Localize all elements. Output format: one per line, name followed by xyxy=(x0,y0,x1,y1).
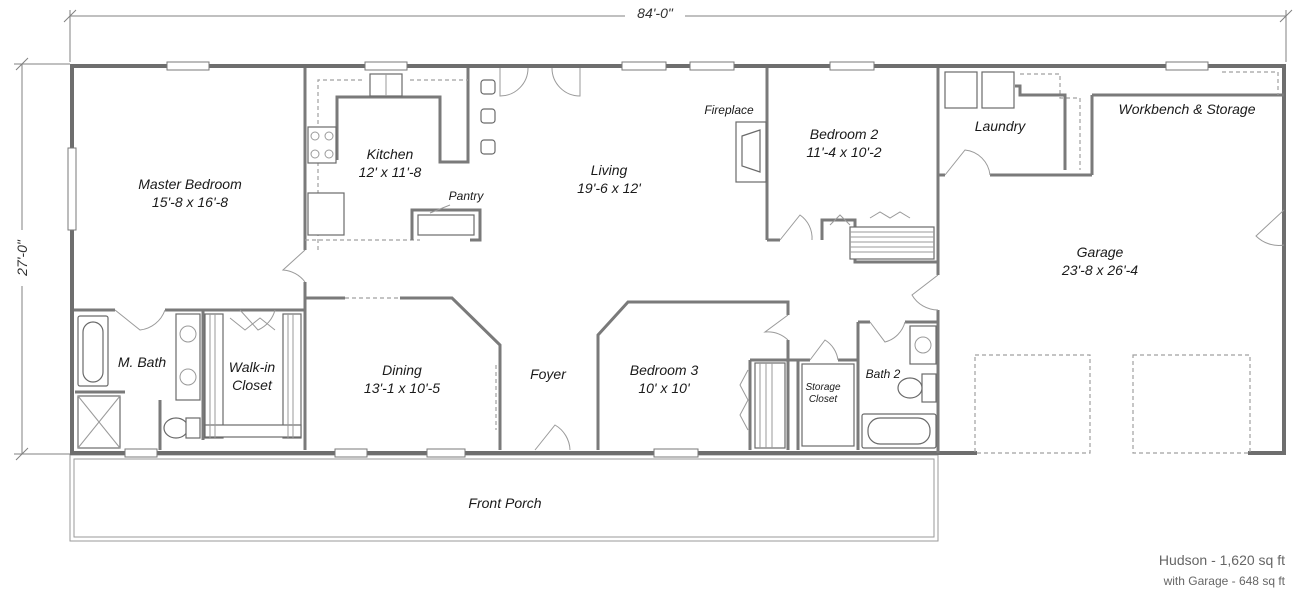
garage-size: 23'-8 x 26'-4 xyxy=(1061,262,1138,278)
bedroom2-label: Bedroom 2 xyxy=(810,126,879,142)
fireplace-label: Fireplace xyxy=(704,103,754,117)
storage-closet-label-2: Closet xyxy=(809,394,839,405)
dining-label: Dining xyxy=(382,362,422,378)
laundry-label: Laundry xyxy=(975,118,1027,134)
bedroom3-size: 10' x 10' xyxy=(638,380,691,396)
depth-dimension-label: 27'-0" xyxy=(14,239,30,277)
storage-closet-shelf xyxy=(801,363,855,447)
kitchen-counters xyxy=(305,68,496,250)
garage-doors xyxy=(974,354,1251,454)
m-bath-label: M. Bath xyxy=(118,354,166,370)
bedroom2-closet xyxy=(829,211,935,260)
walkin-closet-label: Walk-in xyxy=(229,359,276,375)
kitchen-size: 12' x 11'-8 xyxy=(359,164,422,180)
width-dimension-label: 84'-0" xyxy=(637,5,674,21)
workbench-label: Workbench & Storage xyxy=(1119,101,1256,117)
living-label: Living xyxy=(591,162,628,178)
fireplace-icon xyxy=(735,121,767,183)
plan-title: Hudson - 1,620 sq ft xyxy=(1158,552,1285,568)
storage-closet-label: Storage xyxy=(805,382,840,393)
bedroom3-label: Bedroom 3 xyxy=(630,362,699,378)
front-porch-label: Front Porch xyxy=(468,495,541,511)
kitchen-label: Kitchen xyxy=(367,146,414,162)
walkin-closet-shelving xyxy=(204,313,302,439)
interior-walls xyxy=(74,68,1284,453)
doors xyxy=(114,67,1285,451)
dining-size: 13'-1 x 10'-5 xyxy=(364,380,440,396)
master-bath-fixtures xyxy=(77,313,201,449)
walkin-closet-label-2: Closet xyxy=(232,377,273,393)
garage-label: Garage xyxy=(1077,244,1124,260)
bath2-label: Bath 2 xyxy=(866,367,901,381)
master-bedroom-size: 15'-8 x 16'-8 xyxy=(152,194,228,210)
foyer-label: Foyer xyxy=(530,366,567,382)
pantry-label: Pantry xyxy=(449,189,485,203)
windows xyxy=(67,61,1209,458)
washer-dryer-icon xyxy=(944,71,1081,170)
master-bedroom-label: Master Bedroom xyxy=(138,176,242,192)
living-size: 19'-6 x 12' xyxy=(577,180,642,196)
bedroom3-closet xyxy=(739,362,786,449)
exterior-walls xyxy=(70,64,1286,455)
bedroom2-size: 11'-4 x 10'-2 xyxy=(806,144,881,160)
bath2-fixtures xyxy=(861,325,937,449)
plan-subtitle: with Garage - 648 sq ft xyxy=(1163,574,1285,588)
